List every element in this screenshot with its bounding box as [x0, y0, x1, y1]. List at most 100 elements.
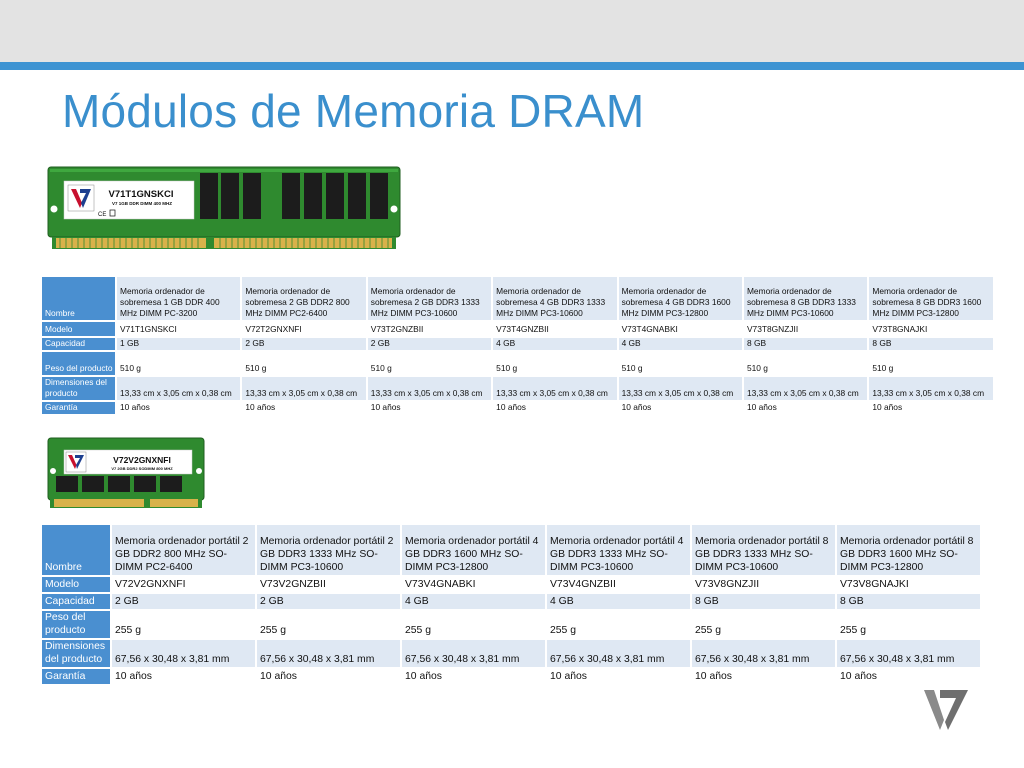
- table-cell-warranty: 10 años: [691, 668, 837, 686]
- top-accent-rule: [0, 62, 1024, 70]
- table-cell-name: Memoria ordenador portátil 2 GB DDR2 800…: [111, 525, 257, 577]
- table-cell-warranty: 10 años: [241, 401, 368, 416]
- table-cell-name: Memoria ordenador de sobremesa 2 GB DDR2…: [241, 277, 368, 322]
- table-cell-weight: 255 g: [691, 610, 837, 640]
- table-cell-model: V73T4GNZBII: [492, 321, 619, 338]
- table-row-name: Nombre Memoria ordenador portátil 2 GB D…: [42, 525, 982, 577]
- table-cell-model: V73T4GNABKI: [617, 321, 744, 338]
- table-cell-name: Memoria ordenador portátil 8 GB DDR3 160…: [836, 525, 982, 577]
- table-cell-name: Memoria ordenador de sobremesa 1 GB DDR …: [116, 277, 243, 322]
- table-cell-dimensions: 13,33 cm x 3,05 cm x 0,38 cm: [868, 376, 995, 402]
- table-cell-weight: 510 g: [241, 351, 368, 377]
- table-cell-name: Memoria ordenador portátil 2 GB DDR3 133…: [256, 525, 402, 577]
- table-cell-name: Memoria ordenador portátil 8 GB DDR3 133…: [691, 525, 837, 577]
- table-row-warranty: Garantía 10 años 10 años 10 años 10 años…: [42, 668, 982, 686]
- table-cell-capacity: 8 GB: [742, 337, 870, 352]
- table-cell-capacity: 2 GB: [366, 337, 494, 352]
- table-cell-model: V73V8GNZJII: [691, 576, 837, 594]
- row-header-name: Nombre: [42, 525, 112, 577]
- row-header-capacity: Capacidad: [42, 337, 117, 352]
- table-row-name: Nombre Memoria ordenador de sobremesa 1 …: [42, 277, 995, 322]
- desktop-dimm-module-image: V71T1GNSKCI V7 1GB DDR DIMM 400 MHZ CE: [46, 165, 402, 251]
- table-row-model: Modelo V72V2GNXNFI V73V2GNZBII V73V4GNAB…: [42, 576, 982, 594]
- row-header-warranty: Garantía: [42, 401, 117, 416]
- table-row-weight: Peso del producto 510 g 510 g 510 g 510 …: [42, 351, 995, 377]
- table-row-weight: Peso del producto 255 g 255 g 255 g 255 …: [42, 610, 982, 640]
- table-cell-weight: 510 g: [366, 351, 494, 377]
- v7-logo-icon: [65, 451, 87, 473]
- table-cell-dimensions: 67,56 x 30,48 x 3,81 mm: [111, 639, 257, 669]
- row-header-weight: Peso del producto: [42, 610, 112, 640]
- table-cell-name: Memoria ordenador portátil 4 GB DDR3 133…: [546, 525, 692, 577]
- table-cell-capacity: 2 GB: [241, 337, 368, 352]
- table-cell-dimensions: 67,56 x 30,48 x 3,81 mm: [256, 639, 402, 669]
- table-cell-dimensions: 67,56 x 30,48 x 3,81 mm: [691, 639, 837, 669]
- table-cell-model: V71T1GNSKCI: [116, 321, 243, 338]
- table-cell-weight: 255 g: [546, 610, 692, 640]
- row-header-weight: Peso del producto: [42, 351, 117, 377]
- table-cell-name: Memoria ordenador de sobremesa 8 GB DDR3…: [868, 277, 995, 322]
- table-cell-capacity: 4 GB: [617, 337, 744, 352]
- table-cell-warranty: 10 años: [492, 401, 619, 416]
- table-cell-warranty: 10 años: [401, 668, 547, 686]
- table-cell-dimensions: 67,56 x 30,48 x 3,81 mm: [836, 639, 982, 669]
- laptop-spec-table: Nombre Memoria ordenador portátil 2 GB D…: [42, 525, 982, 686]
- table-cell-capacity: 8 GB: [868, 337, 995, 352]
- table-cell-model: V73V2GNZBII: [256, 576, 402, 594]
- laptop-module-label-desc: V7 2GB DDR2 SODIMM 800 MHZ: [111, 466, 173, 471]
- row-header-capacity: Capacidad: [42, 593, 112, 611]
- table-cell-weight: 510 g: [868, 351, 995, 377]
- table-cell-dimensions: 67,56 x 30,48 x 3,81 mm: [546, 639, 692, 669]
- table-cell-model: V73V8GNAJKI: [836, 576, 982, 594]
- table-cell-weight: 255 g: [256, 610, 402, 640]
- table-cell-capacity: 4 GB: [401, 593, 547, 611]
- table-row-dimensions: Dimensiones del producto 67,56 x 30,48 x…: [42, 639, 982, 669]
- table-cell-dimensions: 13,33 cm x 3,05 cm x 0,38 cm: [742, 376, 870, 402]
- table-row-model: Modelo V71T1GNSKCI V72T2GNXNFI V73T2GNZB…: [42, 321, 995, 338]
- table-cell-model: V72T2GNXNFI: [241, 321, 368, 338]
- table-cell-warranty: 10 años: [366, 401, 494, 416]
- table-row-capacity: Capacidad 1 GB 2 GB 2 GB 4 GB 4 GB 8 GB …: [42, 337, 995, 352]
- table-cell-name: Memoria ordenador de sobremesa 2 GB DDR3…: [366, 277, 494, 322]
- table-cell-weight: 255 g: [836, 610, 982, 640]
- table-cell-model: V73T8GNAJKI: [868, 321, 995, 338]
- table-row-dimensions: Dimensiones del producto 13,33 cm x 3,05…: [42, 376, 995, 402]
- table-cell-model: V73V4GNABKI: [401, 576, 547, 594]
- table-cell-warranty: 10 años: [836, 668, 982, 686]
- ce-weee-icons: CE: [98, 209, 116, 218]
- table-cell-warranty: 10 años: [546, 668, 692, 686]
- row-header-dimensions: Dimensiones del producto: [42, 639, 112, 669]
- row-header-model: Modelo: [42, 321, 117, 338]
- table-cell-weight: 510 g: [116, 351, 243, 377]
- table-cell-model: V73T8GNZJII: [742, 321, 870, 338]
- top-band: [0, 0, 1024, 62]
- table-cell-name: Memoria ordenador portátil 4 GB DDR3 160…: [401, 525, 547, 577]
- desktop-spec-table: Nombre Memoria ordenador de sobremesa 1 …: [42, 277, 995, 416]
- table-cell-warranty: 10 años: [116, 401, 243, 416]
- table-cell-weight: 255 g: [111, 610, 257, 640]
- desktop-module-label-desc: V7 1GB DDR DIMM 400 MHZ: [112, 201, 172, 206]
- table-cell-capacity: 2 GB: [111, 593, 257, 611]
- table-cell-warranty: 10 años: [256, 668, 402, 686]
- row-header-warranty: Garantía: [42, 668, 112, 686]
- table-cell-warranty: 10 años: [742, 401, 870, 416]
- table-cell-name: Memoria ordenador de sobremesa 8 GB DDR3…: [742, 277, 870, 322]
- table-cell-capacity: 8 GB: [691, 593, 837, 611]
- table-cell-name: Memoria ordenador de sobremesa 4 GB DDR3…: [492, 277, 619, 322]
- table-cell-capacity: 4 GB: [546, 593, 692, 611]
- table-cell-dimensions: 13,33 cm x 3,05 cm x 0,38 cm: [492, 376, 619, 402]
- table-cell-name: Memoria ordenador de sobremesa 4 GB DDR3…: [617, 277, 744, 322]
- table-cell-weight: 510 g: [617, 351, 744, 377]
- row-header-model: Modelo: [42, 576, 112, 594]
- table-cell-dimensions: 13,33 cm x 3,05 cm x 0,38 cm: [366, 376, 494, 402]
- row-header-dimensions: Dimensiones del producto: [42, 376, 117, 402]
- svg-text:CE: CE: [98, 212, 106, 218]
- table-cell-warranty: 10 años: [111, 668, 257, 686]
- v7-brand-logo-icon: [922, 686, 970, 739]
- row-header-name: Nombre: [42, 277, 117, 322]
- laptop-sodimm-module-image: V72V2GNXNFI V7 2GB DDR2 SODIMM 800 MHZ: [46, 436, 206, 510]
- table-cell-model: V73V4GNZBII: [546, 576, 692, 594]
- table-cell-model: V72V2GNXNFI: [111, 576, 257, 594]
- table-row-capacity: Capacidad 2 GB 2 GB 4 GB 4 GB 8 GB 8 GB: [42, 593, 982, 611]
- v7-logo-icon: [67, 184, 95, 212]
